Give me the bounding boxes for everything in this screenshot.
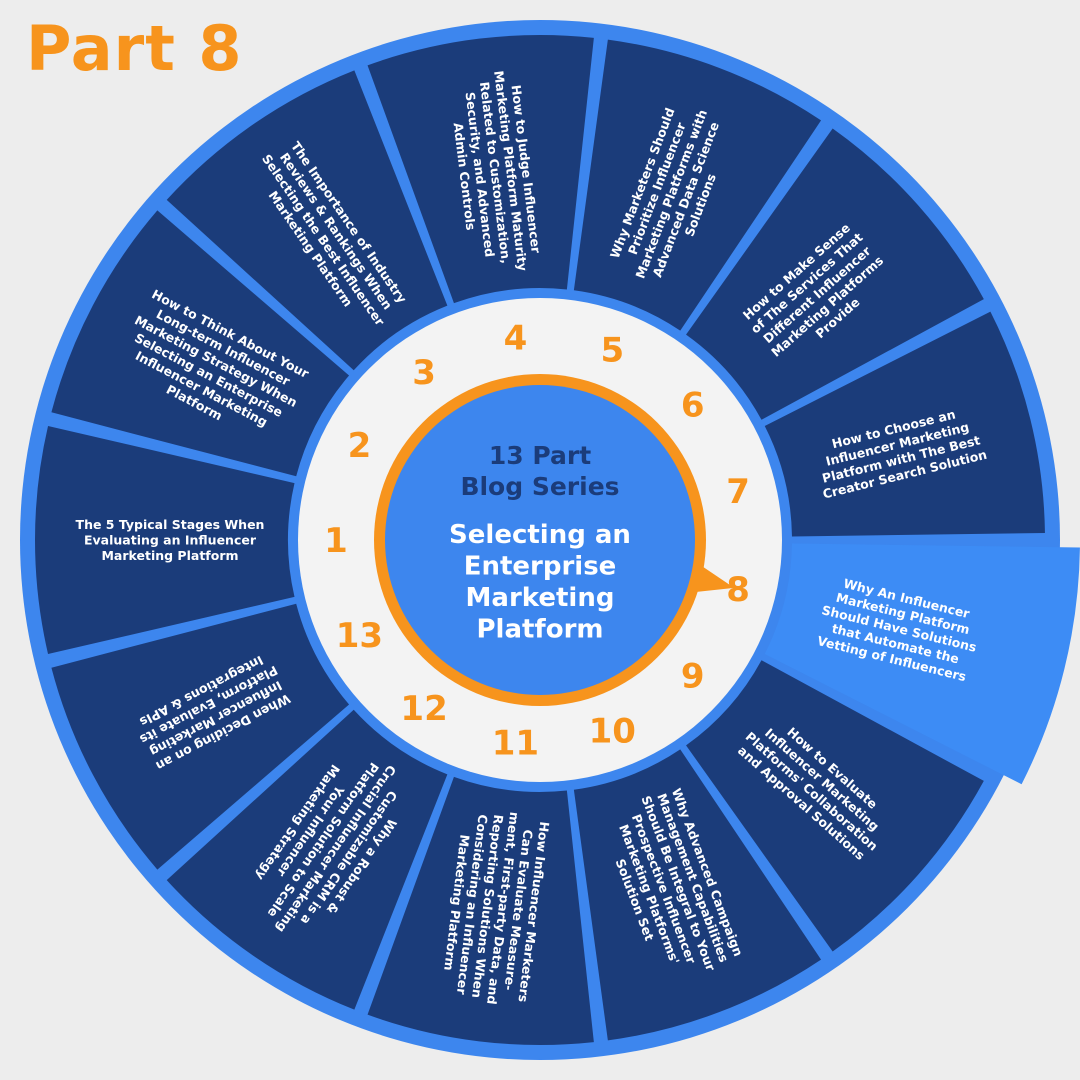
segment-4-shape — [367, 35, 594, 304]
segment-8: Why An InfluencerMarketing PlatformShoul… — [764, 543, 1080, 785]
segment-10: Why Advanced CampaignManagement Capabili… — [573, 749, 822, 1041]
segment-5-number: 5 — [600, 330, 624, 370]
part-label: Part 8 — [26, 12, 243, 85]
segment-8-number: 8 — [726, 570, 750, 610]
segment-3: The Importance of IndustryReviews & Rank… — [166, 70, 448, 371]
segment-2-shape — [51, 210, 350, 477]
segment-11-number: 11 — [492, 724, 539, 764]
segment-7: How to Choose anInfluencer MarketingPlat… — [764, 311, 1045, 537]
segment-2: How to Think About YourLong-term Influen… — [51, 210, 350, 477]
segment-9-number: 9 — [681, 656, 705, 696]
segment-11-shape — [367, 776, 594, 1045]
segment-13-number: 13 — [336, 616, 383, 656]
hub-subtitle-line: Selecting an — [449, 520, 631, 550]
segment-1-number: 1 — [324, 521, 348, 561]
segment-6-number: 6 — [681, 386, 705, 426]
segment-7-number: 7 — [726, 472, 750, 512]
segment-12: Why a Robust &Customizable CRM is aCruci… — [166, 709, 448, 1010]
segment-9: How to EvaluateInfluencer MarketingPlatf… — [686, 660, 984, 952]
segment-11: How Influencer MarketersCan Evaluate Mea… — [367, 776, 594, 1045]
segment-1-title-line: The 5 Typical Stages When — [76, 517, 265, 532]
hub-title-line: Blog Series — [460, 472, 619, 501]
segment-13-shape — [51, 603, 350, 870]
segment-5-shape — [573, 39, 822, 331]
segment-1-title-line: Evaluating an Influencer — [84, 533, 257, 548]
segment-12-shape — [166, 709, 448, 1010]
hub-title-line: 13 Part — [489, 441, 591, 470]
segment-4: How to Judge InfluencerMarketing Platfor… — [367, 35, 594, 304]
segment-2-number: 2 — [348, 426, 372, 466]
hub-subtitle-line: Enterprise — [464, 552, 617, 582]
segment-8-shape — [764, 543, 1080, 785]
segment-3-shape — [166, 70, 448, 371]
hub-subtitle-line: Marketing — [466, 583, 615, 613]
segment-13: When Deciding on anInfluencer MarketingP… — [51, 603, 350, 870]
hub-subtitle-line: Platform — [476, 615, 603, 645]
segment-5: Why Marketers ShouldPrioritize Influence… — [573, 39, 822, 331]
segment-12-number: 12 — [400, 689, 447, 729]
segment-10-shape — [573, 749, 822, 1041]
segment-7-shape — [764, 311, 1045, 537]
hub — [385, 385, 695, 695]
segment-4-number: 4 — [504, 319, 528, 359]
segment-3-number: 3 — [412, 353, 436, 393]
segment-6-shape — [686, 128, 984, 420]
segment-9-shape — [686, 660, 984, 952]
segment-10-number: 10 — [589, 712, 636, 752]
segment-1-title-line: Marketing Platform — [101, 548, 238, 563]
segment-6: How to Make Senseof The Services ThatDif… — [686, 128, 984, 420]
hub-pointer-arrow — [693, 564, 735, 593]
segment-1-shape — [34, 426, 295, 654]
